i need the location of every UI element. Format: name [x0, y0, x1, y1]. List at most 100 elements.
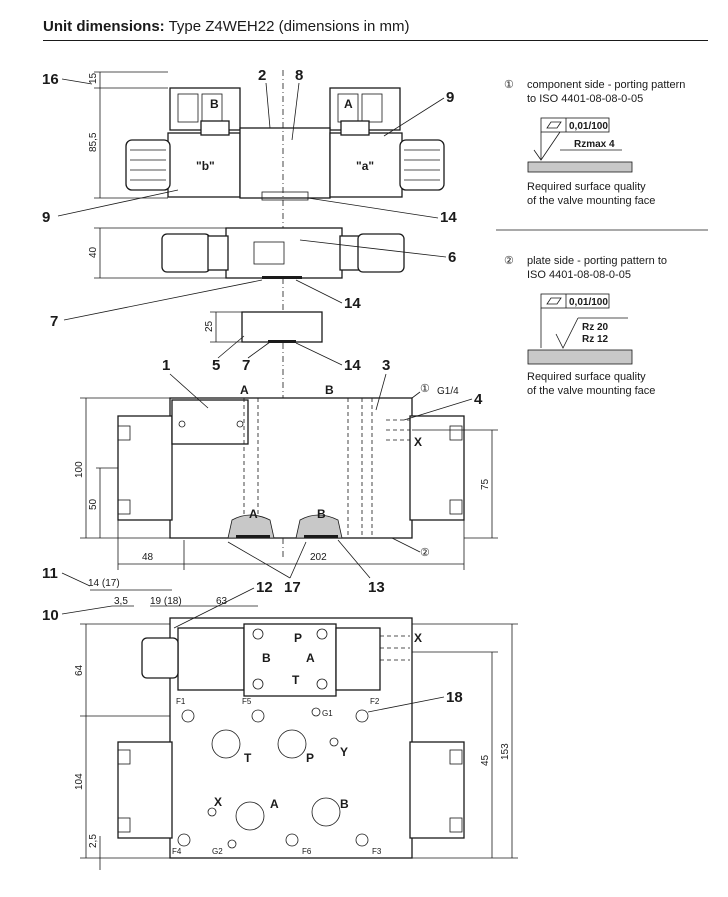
manual-override-b: [125, 139, 171, 191]
title-rule: [43, 40, 708, 41]
note1-flatness: 0,01/100: [569, 121, 608, 132]
dim-50: 50: [88, 498, 99, 510]
dim-48: 48: [142, 552, 154, 563]
title-bold: Unit dimensions:: [43, 18, 165, 35]
solenoid-a: [329, 132, 403, 198]
surface-notes: ① component side - porting pattern to IS…: [496, 79, 708, 397]
callout-11: 11: [42, 565, 58, 582]
dim-15: 15: [88, 72, 99, 84]
callout-16: 16: [42, 71, 59, 88]
surface-mark-2: ②: [420, 547, 430, 559]
port-a-plan: A: [270, 797, 279, 811]
callout-13: 13: [368, 579, 385, 596]
note2-quality-1: Required surface quality: [527, 371, 646, 383]
intermediate-plate-view: [161, 227, 405, 279]
callout-7-left: 7: [50, 313, 58, 330]
dim-100: 100: [74, 461, 85, 478]
dim-202: 202: [310, 552, 327, 563]
callout-8: 8: [295, 67, 303, 84]
note2-rz1: Rz 20: [582, 322, 609, 333]
port-b-top: B: [325, 383, 334, 397]
x-port-label: X: [414, 435, 422, 449]
pilot-port-p: P: [294, 631, 302, 645]
callout-12: 12: [256, 579, 273, 596]
port-a-top: A: [240, 383, 249, 397]
solenoid-b-label: "b": [196, 159, 215, 173]
hole-f5: F5: [242, 697, 252, 706]
note2-rz2: Rz 12: [582, 334, 609, 345]
pilot-port-t: T: [292, 673, 300, 687]
pilot-valve-body: [239, 127, 331, 199]
callout-3: 3: [382, 357, 390, 374]
note1-line1: component side - porting pattern: [527, 79, 685, 91]
callout-5: 5: [212, 357, 220, 374]
callout-2: 2: [258, 67, 266, 84]
pilot-port-a: A: [306, 651, 315, 665]
dim-3-5: 3,5: [114, 596, 128, 607]
note2-symbol: ②: [504, 255, 514, 267]
dim-104: 104: [74, 773, 85, 790]
dim-75: 75: [480, 478, 491, 490]
title-rest: Type Z4WEH22 (dimensions in mm): [164, 18, 410, 35]
dimension-lines: 15 85,5 40 25 100 50 75 48 202 14 (17) 3…: [74, 71, 518, 870]
pilot-valve-view: B A "b" "a": [125, 70, 445, 560]
manual-override-a: [399, 139, 445, 191]
port-y-plan: Y: [340, 745, 348, 759]
callout-9-right: 9: [446, 89, 454, 106]
note2-line1: plate side - porting pattern to: [527, 255, 667, 267]
hole-f4: F4: [172, 847, 182, 856]
note2-line2: ISO 4401-08-08-0-05: [527, 269, 631, 281]
port-x-plan: X: [214, 795, 222, 809]
callouts: 16 2 8 9 9 14 6 14 7 5 7 14 1 3 4 11 10 …: [42, 67, 483, 713]
note2-quality-2: of the valve mounting face: [527, 385, 655, 397]
hole-f2: F2: [370, 697, 380, 706]
x-port-label-plan: X: [414, 631, 422, 645]
callout-10: 10: [42, 607, 59, 624]
note2-flatness: 0,01/100: [569, 297, 608, 308]
port-b-plan: B: [340, 797, 349, 811]
callout-1: 1: [162, 357, 170, 374]
callout-14-low: 14: [344, 357, 361, 374]
callout-4: 4: [474, 391, 483, 408]
note1-symbol: ①: [504, 79, 514, 91]
callout-14-mid: 14: [344, 295, 361, 312]
dim-85-5: 85,5: [88, 132, 99, 152]
callout-7-mid: 7: [242, 357, 250, 374]
solenoid-a-label: "a": [356, 159, 374, 173]
hole-g1: G1: [322, 709, 333, 718]
dim-25: 25: [204, 320, 215, 332]
main-valve-front-view: A B A B G1/4 X ① ②: [117, 383, 465, 559]
plate-5-view: [241, 311, 323, 343]
hole-f1: F1: [176, 697, 186, 706]
callout-6: 6: [448, 249, 456, 266]
dim-19-18: 19 (18): [150, 596, 182, 607]
dim-40: 40: [88, 246, 99, 258]
solenoid-a-letter: A: [344, 97, 353, 111]
dim-64: 64: [74, 664, 85, 676]
solenoid-b-letter: B: [210, 97, 219, 111]
port-b-bottom: B: [317, 507, 326, 521]
note1-line2: to ISO 4401-08-08-0-05: [527, 93, 643, 105]
hole-f3: F3: [372, 847, 382, 856]
note1-quality-2: of the valve mounting face: [527, 195, 655, 207]
plan-view: P B A T X F1 F5 G1 F2 T P Y X A B F4 G2 …: [117, 617, 465, 859]
port-t-plan: T: [244, 751, 252, 765]
dim-45: 45: [480, 754, 491, 766]
port-a-bottom: A: [249, 507, 258, 521]
callout-9-left: 9: [42, 209, 50, 226]
hole-f6: F6: [302, 847, 312, 856]
callout-14-top: 14: [440, 209, 457, 226]
dim-2-5: 2,5: [88, 834, 99, 848]
surface-mark-1: ①: [420, 383, 430, 395]
port-p-plan: P: [306, 751, 314, 765]
hole-g2: G2: [212, 847, 223, 856]
page-title: Unit dimensions: Type Z4WEH22 (dimension…: [43, 18, 409, 35]
pilot-port-b: B: [262, 651, 271, 665]
pilot-solenoid-box: [171, 399, 249, 445]
callout-18: 18: [446, 689, 463, 706]
callout-17: 17: [284, 579, 301, 596]
dim-153: 153: [500, 743, 511, 760]
dim-63: 63: [216, 596, 228, 607]
note1-rz: Rzmax 4: [574, 139, 615, 150]
